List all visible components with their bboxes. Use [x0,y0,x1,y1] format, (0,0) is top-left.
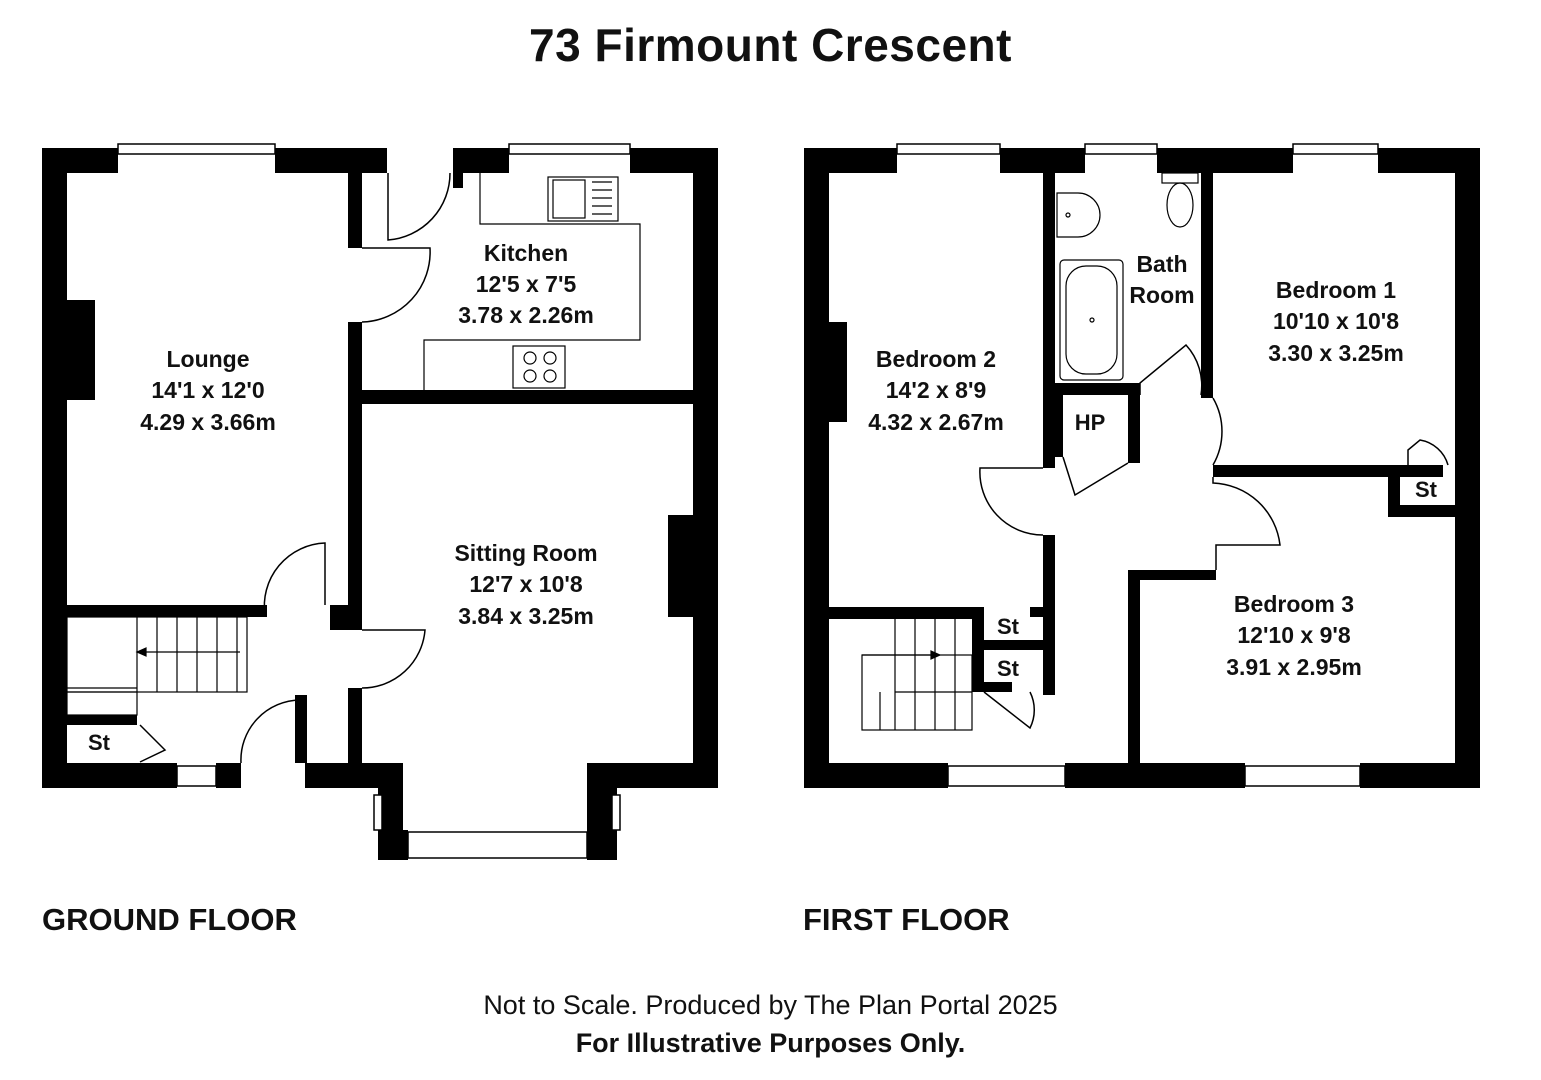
lounge-metric: 4.29 x 3.66m [140,409,276,435]
kitchen-imperial: 12'5 x 7'5 [476,271,577,297]
ground-floor-label: GROUND FLOOR [42,902,297,937]
sitting-room-name: Sitting Room [454,540,597,566]
bedroom-2-imperial: 14'2 x 8'9 [886,377,986,403]
footer-disclaimer: Not to Scale. Produced by The Plan Porta… [483,990,1058,1020]
bedroom-3-name: Bedroom 3 [1234,591,1354,617]
ground-floor-stairs [66,616,248,716]
bathroom-name-line1: Bath [1136,251,1187,277]
bedroom-1-metric: 3.30 x 3.25m [1268,340,1404,366]
plan-title: 73 Firmount Crescent [529,19,1012,71]
ground-floor-doors [139,172,451,764]
bathroom-fixtures [1056,172,1199,381]
hp-label: HP [1075,410,1106,435]
first-floor-windows [896,143,1379,787]
ground-store-name: St [88,730,111,755]
sitting-room-metric: 3.84 x 3.25m [458,603,594,629]
first-floor-label: FIRST FLOOR [803,902,1010,937]
sitting-room-imperial: 12'7 x 10'8 [469,571,582,597]
bedroom-1-store-label: St [1415,477,1438,502]
ground-floor-windows [117,143,631,859]
first-floor-walls [804,148,1480,788]
footer-illustrative-note: For Illustrative Purposes Only. [575,1028,966,1058]
bedroom-1-imperial: 10'10 x 10'8 [1273,308,1399,334]
first-floor-doors [979,343,1449,730]
bathroom-name-line2: Room [1129,282,1194,308]
bedroom-2-metric: 4.32 x 2.67m [868,409,1004,435]
bedroom-1-name: Bedroom 1 [1276,277,1396,303]
first-floor-plan: Bedroom 2 14'2 x 8'9 4.32 x 2.67m Bath R… [804,143,1480,788]
kitchen-units [423,173,641,390]
landing-store-1-label: St [997,614,1020,639]
lounge-name: Lounge [166,346,249,372]
kitchen-metric: 3.78 x 2.26m [458,302,594,328]
ground-floor-plan: Lounge 14'1 x 12'0 4.29 x 3.66m Kitchen … [42,143,718,860]
bedroom-3-imperial: 12'10 x 9'8 [1237,622,1350,648]
bedroom-2-name: Bedroom 2 [876,346,996,372]
ground-floor-walls [42,148,718,860]
first-floor-stairs [861,619,973,731]
bedroom-3-metric: 3.91 x 2.95m [1226,654,1362,680]
landing-store-2-label: St [997,656,1020,681]
lounge-imperial: 14'1 x 12'0 [151,377,264,403]
kitchen-name: Kitchen [484,240,568,266]
